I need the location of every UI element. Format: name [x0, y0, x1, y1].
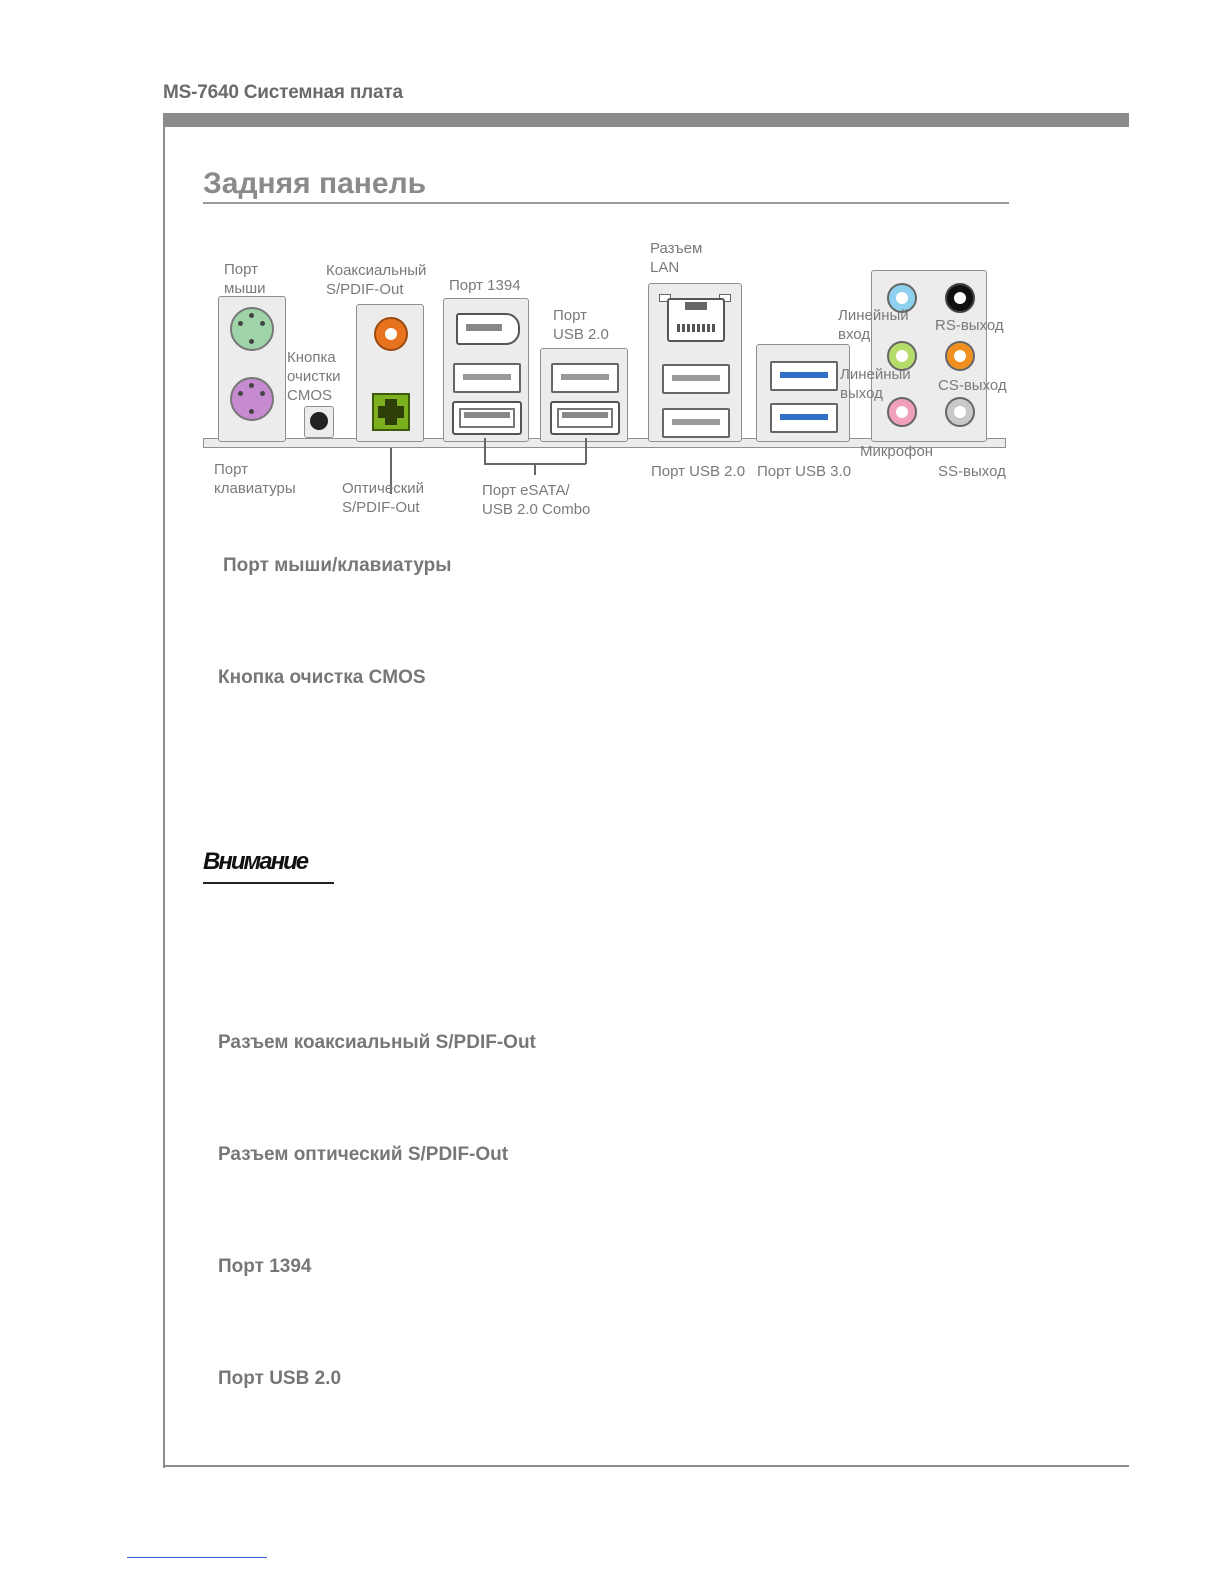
section-rule	[203, 202, 1009, 204]
esata-port-icon	[550, 401, 620, 435]
line-in-jack-icon	[887, 283, 917, 313]
port1394-block	[443, 298, 529, 442]
ss-out-jack-icon	[945, 397, 975, 427]
mic-jack-icon	[887, 397, 917, 427]
combo-bracket-left	[484, 438, 486, 464]
label-port-1394: Порт 1394	[449, 277, 521, 294]
bottom-rule	[163, 1465, 1129, 1467]
attention-heading: Внимание	[203, 848, 309, 875]
label-mic: Микрофон	[860, 443, 934, 460]
usb3-port-icon	[770, 361, 838, 391]
audio-block	[871, 270, 987, 442]
label-esata-combo: Порт eSATA/USB 2.0 Combo	[482, 482, 591, 518]
label-usb30: Порт USB 3.0	[757, 463, 852, 480]
usb-port-icon	[662, 408, 730, 438]
section-title: Задняя панель	[203, 167, 427, 200]
coaxial-jack-icon	[374, 317, 408, 351]
keyboard-port-icon	[230, 377, 274, 421]
usb3-block	[756, 344, 850, 442]
esata-port-icon	[452, 401, 522, 435]
label-ss-out: SS-выход	[938, 463, 1006, 480]
optical-connector-icon	[372, 393, 410, 431]
rj45-port-icon	[667, 298, 725, 342]
lan-block	[648, 283, 742, 442]
usb-port-icon	[551, 363, 619, 393]
combo-bracket-right	[585, 438, 587, 464]
heading-coaxial: Разъем коаксиальный S/PDIF-Out	[218, 1032, 536, 1053]
cs-out-jack-icon	[945, 341, 975, 371]
label-rs-out: RS-выход	[935, 317, 1004, 334]
footer-line	[127, 1557, 267, 1558]
usb-port-icon	[453, 363, 521, 393]
combo-bracket-stem	[534, 463, 536, 475]
heading-usb20: Порт USB 2.0	[218, 1368, 342, 1389]
heading-cmos: Кнопка очистка CMOS	[218, 667, 426, 688]
cmos-button-housing	[304, 406, 334, 438]
mouse-port-icon	[230, 307, 274, 351]
rs-out-jack-icon	[945, 283, 975, 313]
line-out-jack-icon	[887, 341, 917, 371]
label-cs-out: CS-выход	[938, 377, 1007, 394]
ps2-block	[218, 296, 286, 442]
usb-esata-block	[540, 348, 628, 442]
optical-leader-line	[390, 448, 392, 494]
heading-optical: Разъем оптический S/PDIF-Out	[218, 1144, 509, 1165]
usb-port-icon	[662, 364, 730, 394]
page-header-title: MS-7640 Системная плата	[163, 82, 403, 103]
usb3-port-icon	[770, 403, 838, 433]
header-bar	[163, 113, 1129, 127]
cmos-button-icon	[310, 412, 328, 430]
spdif-block	[356, 304, 424, 442]
attention-rule	[203, 882, 334, 884]
left-margin-bar	[163, 113, 165, 1468]
label-usb20-bottom: Порт USB 2.0	[651, 463, 746, 480]
heading-1394: Порт 1394	[218, 1256, 312, 1277]
heading-mouse-keyboard: Порт мыши/клавиатуры	[223, 555, 452, 576]
firewire-port-icon	[456, 313, 520, 345]
